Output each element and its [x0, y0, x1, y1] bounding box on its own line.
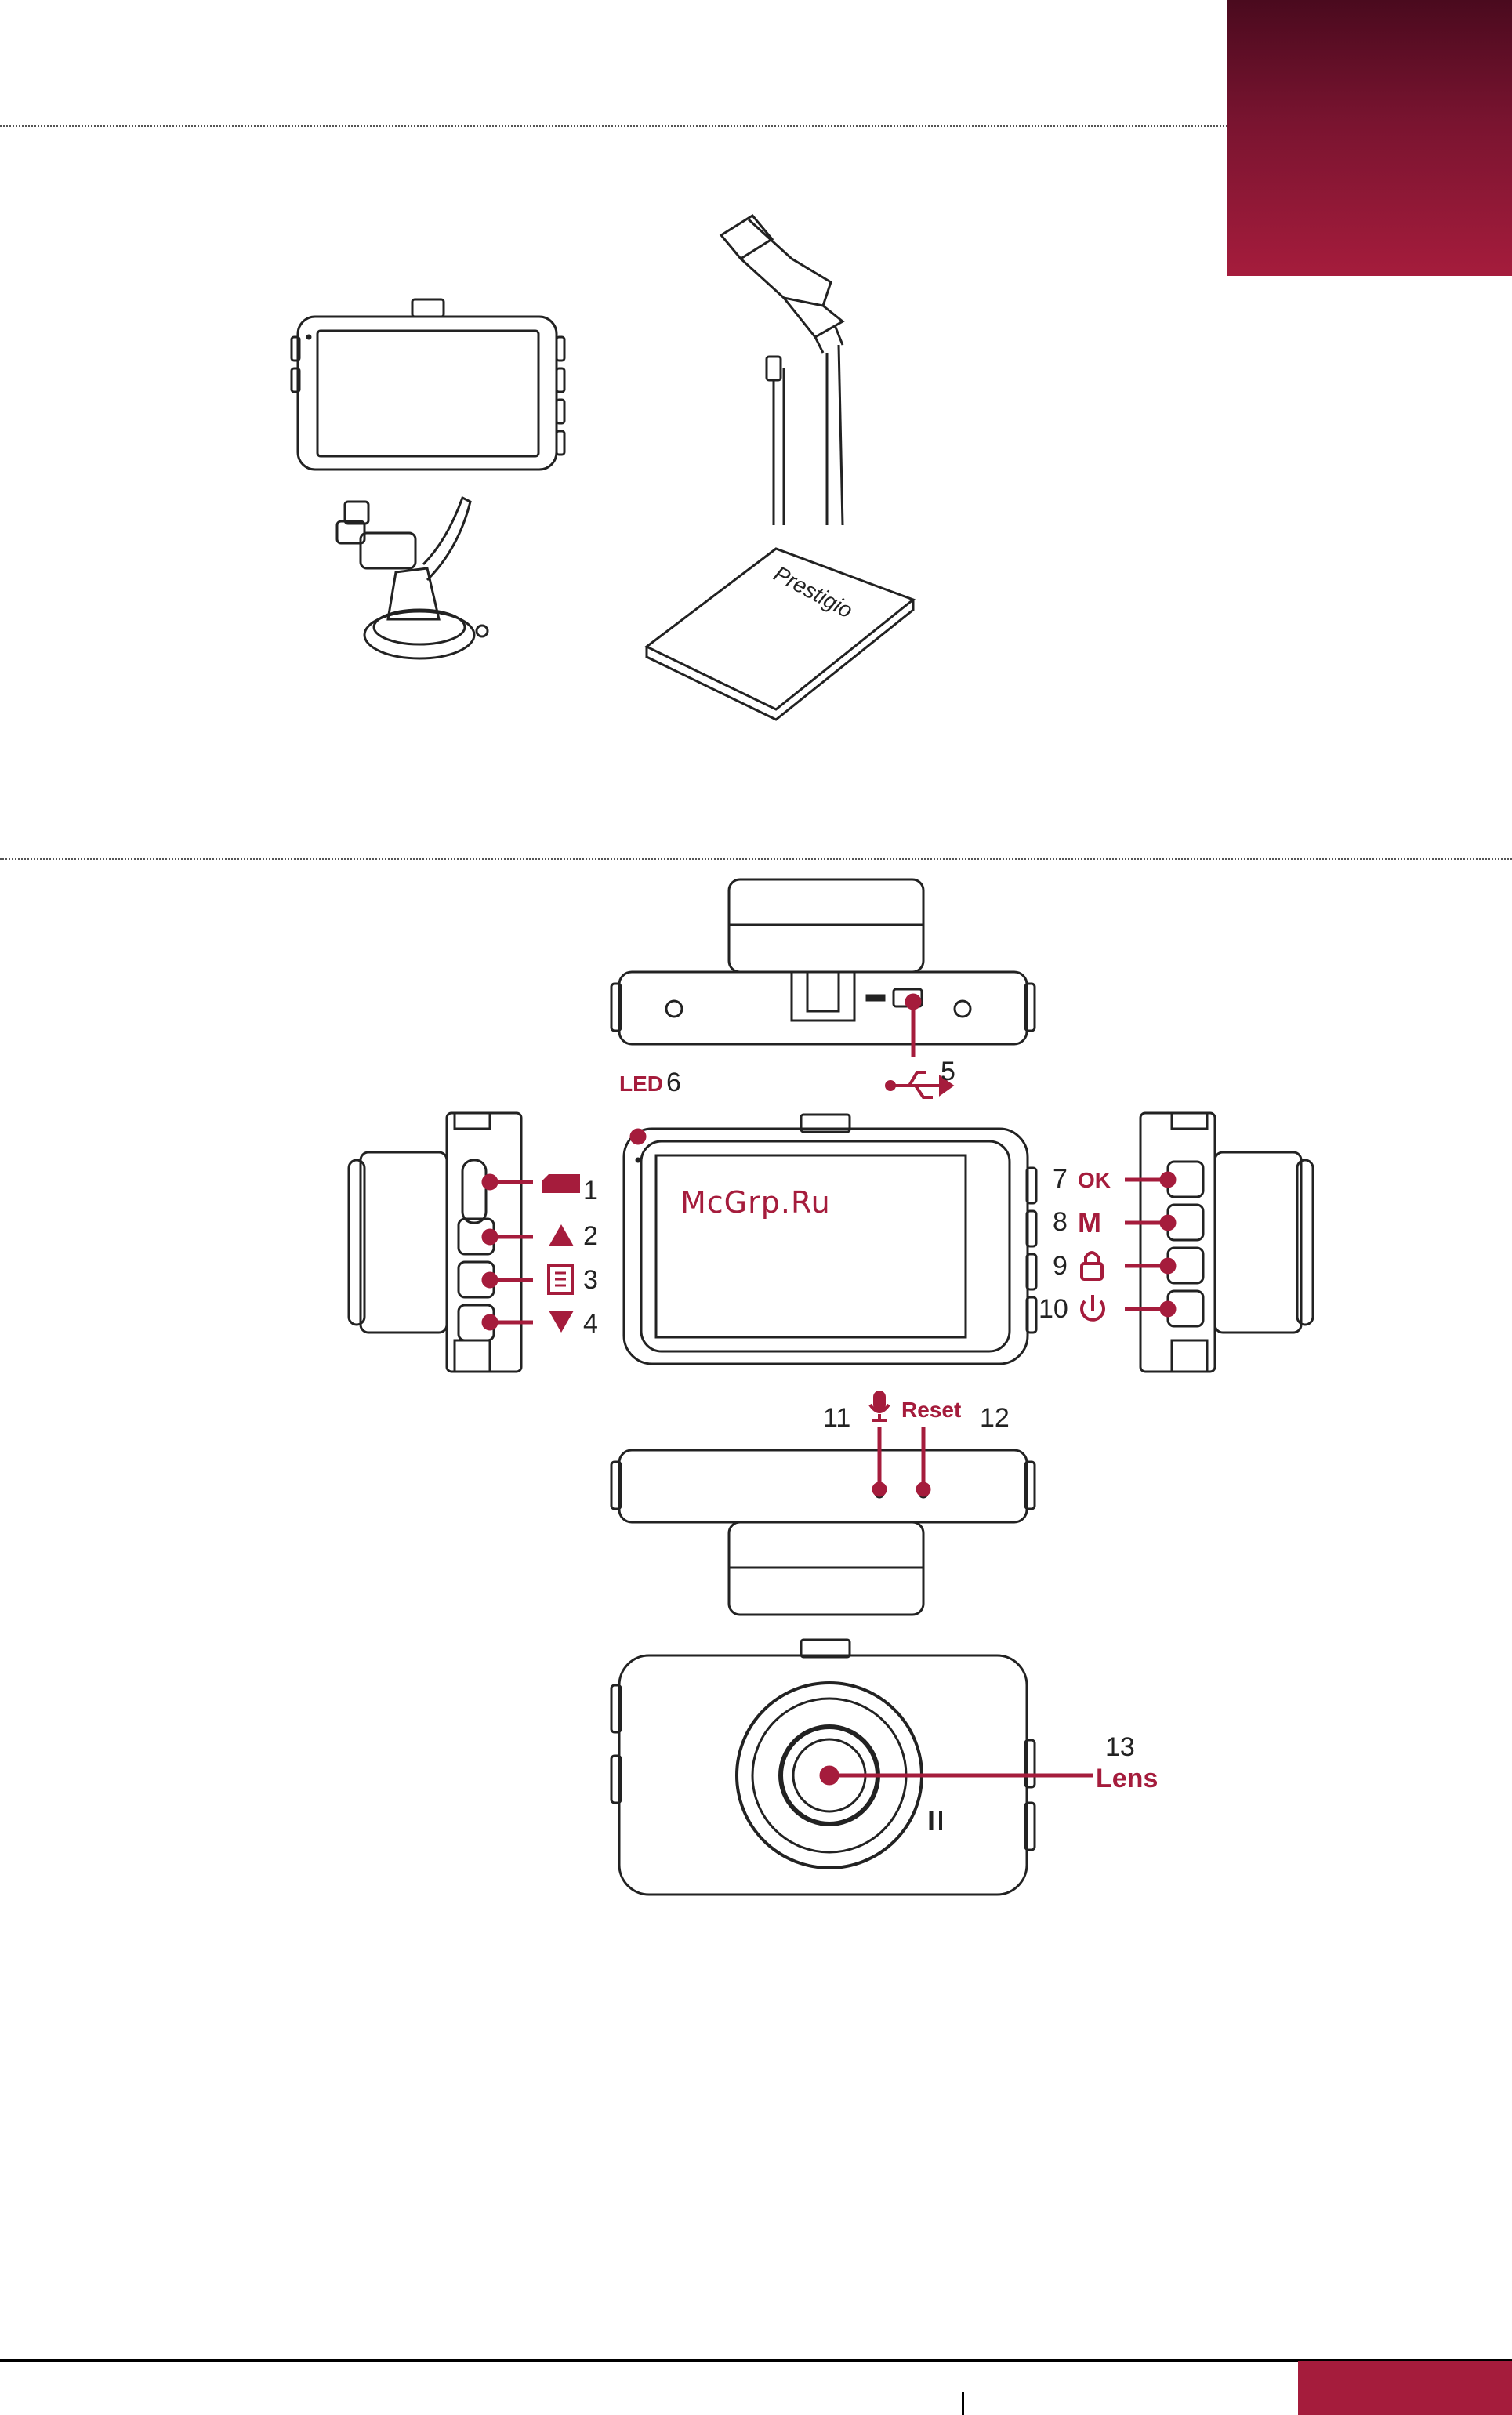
watermark-text: McGrp.Ru	[680, 1185, 831, 1220]
up-triangle-icon	[549, 1224, 574, 1246]
callout-8-number: 8	[1053, 1207, 1068, 1237]
callout-1-number: 1	[583, 1176, 598, 1206]
device-back-view	[611, 1640, 1035, 1895]
power-icon	[1082, 1295, 1104, 1320]
lock-icon	[1082, 1253, 1102, 1279]
device-right-view	[1140, 1113, 1313, 1372]
callout-6-label: LED	[619, 1072, 663, 1096]
user-manual-illustration: Prestigio	[647, 549, 913, 720]
callout-11-number: 11	[823, 1403, 850, 1433]
callout-9-number: 9	[1053, 1251, 1068, 1281]
callout-12-label: Reset	[901, 1398, 961, 1422]
callout-13-number: 13	[1105, 1732, 1135, 1762]
menu-icon	[549, 1265, 572, 1293]
callout-7-number: 7	[1053, 1164, 1068, 1194]
callout-2-number: 2	[583, 1221, 598, 1251]
car-charger-illustration	[721, 216, 843, 525]
suction-mount-illustration	[337, 498, 488, 658]
callout-6-number: 6	[666, 1068, 681, 1097]
callout-5-number: 5	[941, 1057, 955, 1086]
device-bottom-view	[611, 1450, 1035, 1615]
callout-3-number: 3	[583, 1265, 598, 1295]
callout-12-number: 12	[980, 1403, 1010, 1433]
callout-10-number: 10	[1039, 1294, 1068, 1324]
callout-7-label: OK	[1078, 1168, 1111, 1192]
manual-brand-text: Prestigio	[770, 561, 857, 623]
device-top-view	[611, 879, 1035, 1044]
sd-card-icon	[542, 1174, 580, 1193]
device-front-view	[624, 1115, 1036, 1364]
callout-8-label: M	[1078, 1206, 1101, 1238]
microphone-icon	[870, 1392, 889, 1420]
callout-13-label: Lens	[1096, 1764, 1158, 1793]
down-triangle-icon	[549, 1311, 574, 1333]
dashcam-illustration	[292, 299, 564, 470]
callout-4-number: 4	[583, 1309, 598, 1339]
